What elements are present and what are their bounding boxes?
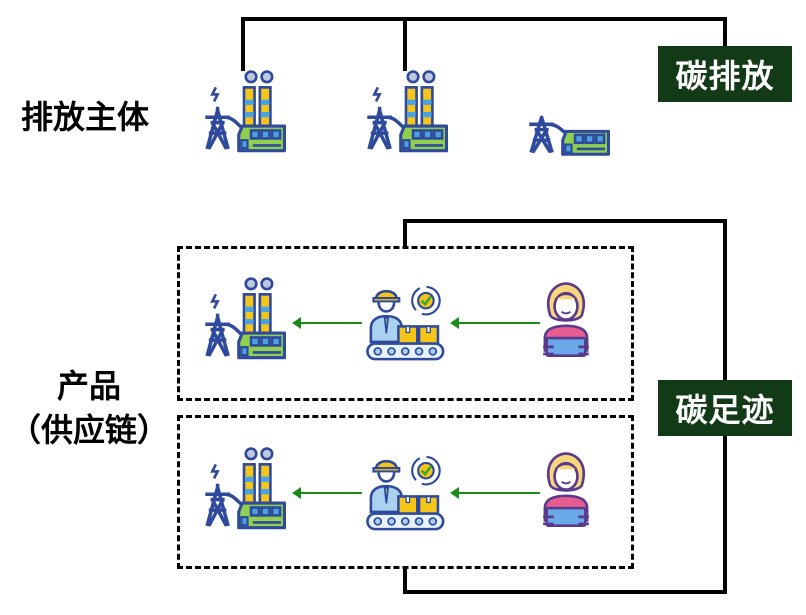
flow-arrow (292, 487, 362, 499)
footprint-connector-top-left (403, 219, 407, 247)
factory-icon (198, 275, 290, 363)
footprint-connector-bottom (403, 590, 727, 594)
carbon-emission-tag: 碳排放 (658, 46, 792, 102)
products-title-line2: （供应链） (8, 411, 169, 449)
power-plant-building-icon (522, 112, 614, 156)
production-line-worker-icon (362, 280, 452, 366)
consumer-icon (538, 450, 594, 538)
factory-with-power-tower-icon (360, 68, 452, 156)
emission-connector-middle (403, 17, 407, 71)
emission-connector-right (723, 17, 727, 47)
emission-connector-top (241, 17, 727, 21)
consumer-icon (538, 280, 594, 368)
factory-with-power-tower-icon (198, 68, 290, 156)
footprint-connector-top (403, 219, 727, 223)
footprint-connector-right-upper (723, 219, 727, 381)
carbon-footprint-tag: 碳足迹 (658, 380, 792, 436)
production-line-worker-icon (362, 450, 452, 536)
footprint-connector-right-lower (723, 434, 727, 594)
products-title-line1: 产品 (56, 367, 121, 405)
supply-chain-box (177, 246, 634, 401)
emitters-title: 排放主体 (20, 98, 149, 136)
supply-chain-box (177, 415, 634, 569)
flow-arrow (450, 317, 540, 329)
factory-icon (198, 445, 290, 533)
flow-arrow (292, 317, 362, 329)
footprint-connector-bottom-left (403, 566, 407, 594)
flow-arrow (450, 487, 540, 499)
products-title: 产品 （供应链） (0, 364, 178, 452)
emission-connector-left (241, 17, 245, 71)
